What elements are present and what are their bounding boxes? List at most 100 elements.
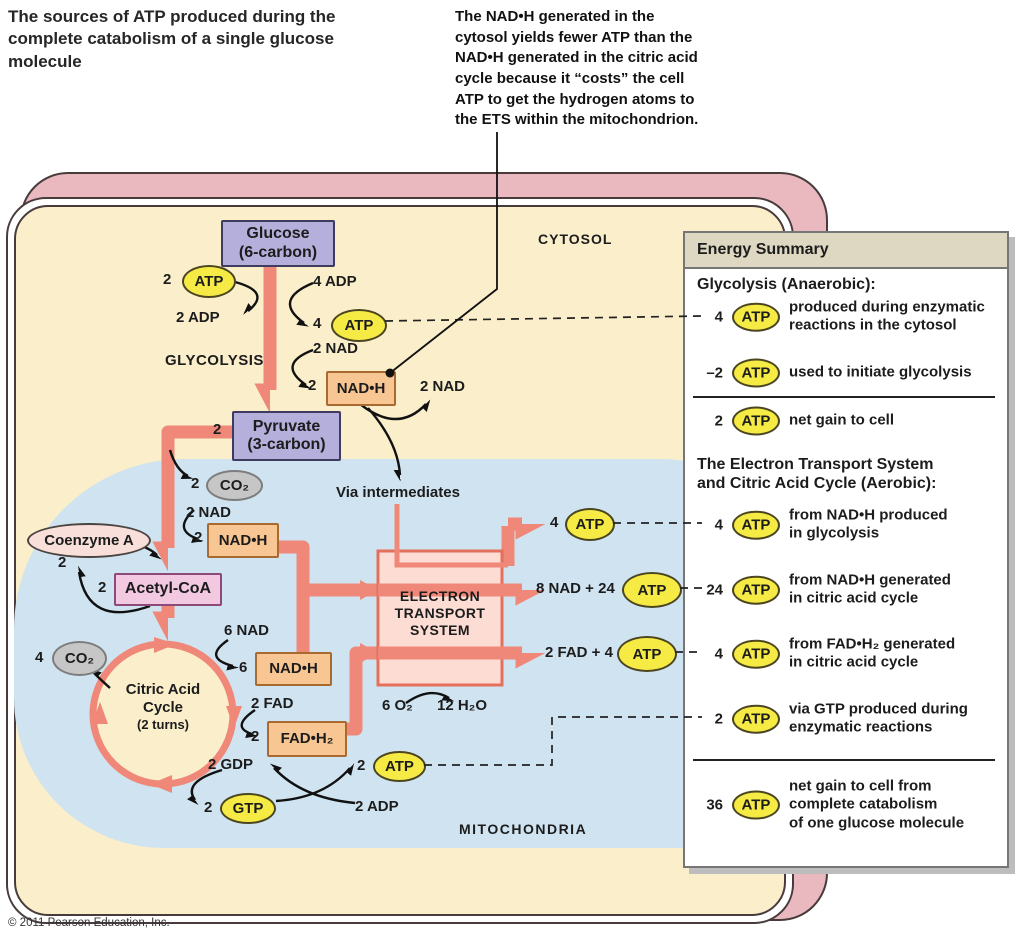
row-desc: from NAD•H generated in citric acid cycl… xyxy=(789,571,951,607)
panel-row: 4 ATP produced during enzymatic reaction… xyxy=(691,299,1001,336)
atp-oval: ATP xyxy=(732,510,780,540)
row-count: 24 xyxy=(706,581,723,599)
co2-label: CO₂ xyxy=(64,650,95,667)
panel-row: 2 ATP via GTP produced during enzymatic … xyxy=(691,701,1001,738)
atp-label: ATP xyxy=(741,796,771,814)
panel-row: 4 ATP from FAD•H₂ generated in citric ac… xyxy=(691,636,1001,673)
pyruvate-box: Pyruvate (3-carbon) xyxy=(232,411,341,461)
panel-row: 2 ATP net gain to cell xyxy=(691,406,1001,436)
co2-oval-pyruvate: CO₂ xyxy=(206,470,263,501)
ets-out-low-pre: 2 FAD + 4 xyxy=(545,644,613,661)
atp-oval-ets-mid: ATP xyxy=(622,572,682,608)
row-desc: produced during enzymatic reactions in t… xyxy=(789,298,985,334)
row-count: 4 xyxy=(714,308,723,326)
adp-out-label: 2 ADP xyxy=(176,309,220,326)
row-desc: from FAD•H₂ generated in citric acid cyc… xyxy=(789,635,956,671)
energy-summary-header: Energy Summary xyxy=(685,233,1007,269)
citric-cycle-label: Citric Acid Cycle xyxy=(125,681,201,716)
citric-cycle-turns: (2 turns) xyxy=(137,717,189,732)
glycolysis-label: GLYCOLYSIS xyxy=(165,352,264,369)
row-desc: net gain to cell xyxy=(789,411,895,429)
co2-oval-citric: CO₂ xyxy=(52,641,107,676)
atp-label: ATP xyxy=(385,758,414,775)
nad-in2-label: 2 NAD xyxy=(186,504,232,521)
energy-summary-panel: Energy Summary Glycolysis (Anaerobic): 4… xyxy=(683,231,1009,868)
gtp-count: 2 xyxy=(204,799,213,816)
ets-label: ELECTRON TRANSPORT SYSTEM xyxy=(394,588,486,638)
row-desc: from NAD•H produced in glycolysis xyxy=(789,506,948,542)
reaction-arrows xyxy=(79,280,449,803)
panel-row: –2 ATP used to initiate glycolysis xyxy=(691,358,1001,388)
atp-oval-glycolysis-used: ATP xyxy=(182,265,236,298)
gdp-label: 2 GDP xyxy=(208,756,254,773)
acetyl-coa-label: Acetyl-CoA xyxy=(124,580,212,598)
nadh-box-citric: NAD•H xyxy=(255,652,332,686)
fad2-label: 2 FAD xyxy=(251,695,294,712)
mitochondria-label: MITOCHONDRIA xyxy=(459,821,588,837)
atp-oval-ets-top: ATP xyxy=(565,508,615,541)
nadh-label: NAD•H xyxy=(336,379,386,397)
figure-title: The sources of ATP produced during the c… xyxy=(8,7,336,71)
nadh-label: NAD•H xyxy=(269,660,318,678)
pyruvate-count: 2 xyxy=(213,421,222,438)
nadh-box-acetyl: NAD•H xyxy=(207,523,279,558)
panel-row: 36 ATP net gain to cell from complete ca… xyxy=(691,778,1001,833)
atp-label: ATP xyxy=(741,645,771,663)
nad-in-label: 2 NAD xyxy=(313,340,359,357)
atp-label: ATP xyxy=(741,581,771,599)
atp-oval: ATP xyxy=(732,358,780,388)
ets-out-mid-pre: 8 NAD + 24 xyxy=(536,580,615,597)
adp-in-label: 4 ADP xyxy=(313,273,357,290)
atp-label: ATP xyxy=(632,645,662,663)
glucose-label: Glucose (6-carbon) xyxy=(238,225,318,261)
pyruvate-to-acetyl-arrow xyxy=(168,425,234,548)
nadh-citric-count: 6 xyxy=(239,659,248,676)
nadh-box-glycolysis: NAD•H xyxy=(326,371,396,406)
copyright: © 2011 Pearson Education, Inc. xyxy=(8,917,170,929)
atp-oval-ets-low: ATP xyxy=(617,636,677,672)
atp-label: ATP xyxy=(741,308,771,326)
aerobic-heading: The Electron Transport System and Citric… xyxy=(697,456,937,493)
row-count: 36 xyxy=(706,796,723,814)
row-count: 2 xyxy=(714,710,723,728)
divider xyxy=(693,396,995,398)
glucose-box: Glucose (6-carbon) xyxy=(221,220,335,267)
row-desc: net gain to cell from complete catabolis… xyxy=(789,777,965,832)
atp-label: ATP xyxy=(741,364,771,382)
row-desc: used to initiate glycolysis xyxy=(789,363,972,381)
row-count: –2 xyxy=(706,364,723,382)
atp-used-count: 2 xyxy=(163,271,172,288)
adp2-label: 2 ADP xyxy=(355,798,399,815)
h2o-label: 12 H₂O xyxy=(437,697,488,714)
nadh-to-ets-path xyxy=(276,540,310,652)
nadh-acetyl-count: 2 xyxy=(194,529,203,546)
gtp-oval: GTP xyxy=(220,793,276,824)
atp-label: ATP xyxy=(741,412,771,430)
atp-oval: ATP xyxy=(732,575,780,605)
gtp-label: GTP xyxy=(232,800,264,817)
atp-label: ATP xyxy=(575,516,605,533)
atp-oval: ATP xyxy=(732,704,780,734)
nad-regen-label: 2 NAD xyxy=(420,378,466,395)
ets-out-top-count: 4 xyxy=(550,514,559,531)
co2-pyruvate-count: 2 xyxy=(191,475,200,492)
atp-label: ATP xyxy=(344,317,374,334)
atp-made-count: 4 xyxy=(313,315,322,332)
co2-label: CO₂ xyxy=(219,477,250,494)
o2-label: 6 O₂ xyxy=(382,697,413,714)
nadh-label: NAD•H xyxy=(218,531,268,549)
divider xyxy=(693,759,995,761)
fadh2-label: FAD•H₂ xyxy=(280,730,334,748)
atp-label: ATP xyxy=(194,273,224,290)
co2-citric-count: 4 xyxy=(35,649,44,666)
via-intermediates-label: Via intermediates xyxy=(336,484,460,501)
annotation-note: The NAD•H generated in the cytosol yield… xyxy=(455,8,699,129)
atp-oval-glycolysis-made: ATP xyxy=(331,309,387,342)
acetyl-coa-box: Acetyl-CoA xyxy=(114,573,222,606)
row-count: 4 xyxy=(714,645,723,663)
atp-oval-gtp: ATP xyxy=(373,751,426,782)
nad6-label: 6 NAD xyxy=(224,622,270,639)
ets-box xyxy=(376,549,504,687)
